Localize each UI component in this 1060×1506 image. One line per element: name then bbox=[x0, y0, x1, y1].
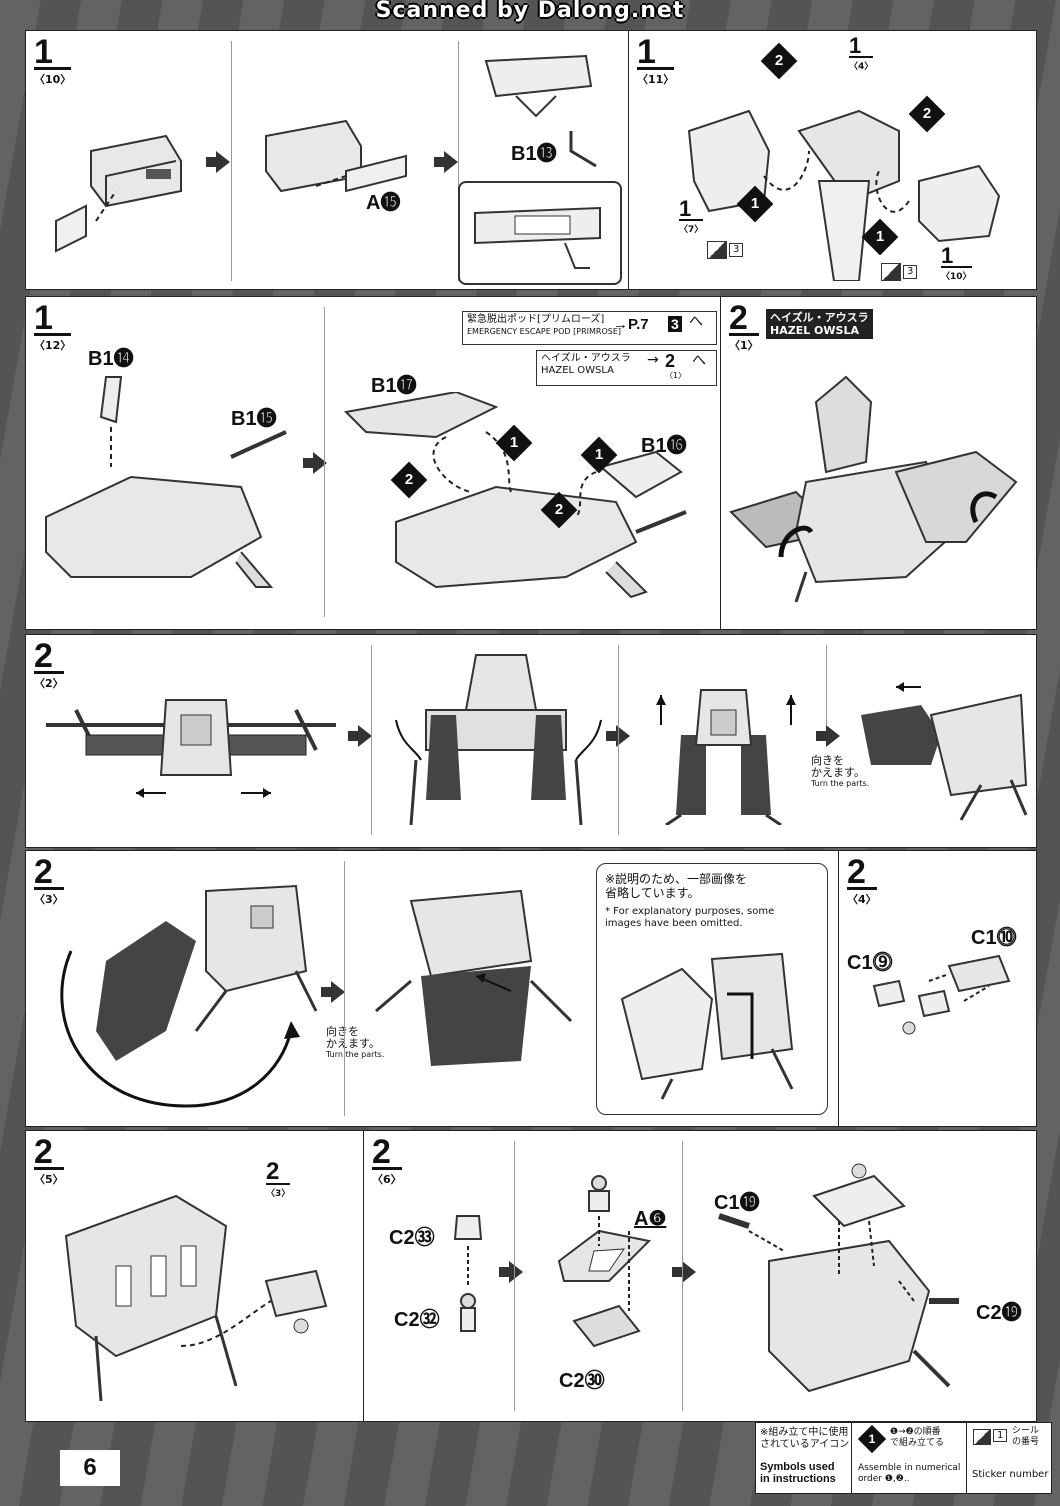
push-drawing bbox=[656, 689, 796, 825]
part-label-b14: B1⓮ bbox=[88, 348, 134, 370]
step-1-10-panel: 1〈10〉 A⓯ B1⓭ bbox=[25, 30, 630, 290]
order-marker-sample: 1 bbox=[857, 1424, 887, 1454]
turned-drawing bbox=[861, 682, 1028, 821]
part-label-c232: C2㉜ bbox=[394, 1309, 440, 1331]
s25-drawing bbox=[64, 1194, 328, 1402]
step-2-4-panel: 2〈4〉 C1⓽ C1⓾ bbox=[838, 850, 1037, 1127]
detail-inset bbox=[458, 181, 622, 285]
step-2-2-panel: 2〈2〉 向きを かえます。 Turn the parts. bbox=[25, 634, 1037, 848]
divider bbox=[344, 861, 345, 1116]
ref-step-top: 1〈4〉 bbox=[849, 33, 874, 72]
divider bbox=[231, 41, 232, 281]
next-arrow bbox=[321, 981, 345, 1003]
omitted-note-box: ※説明のため、一部画像を 省略しています。 * For explanatory … bbox=[596, 863, 828, 1115]
next-arrow bbox=[303, 452, 327, 474]
hazel-owsla-drawing bbox=[729, 375, 1018, 603]
part-label-b13: B1⓭ bbox=[511, 143, 557, 165]
part-label-c230: C2㉚ bbox=[559, 1370, 605, 1392]
order-marker: 1 bbox=[580, 436, 618, 474]
order-marker: B1⓮1 bbox=[495, 424, 533, 462]
sticker-icon bbox=[881, 263, 901, 281]
spread-drawing bbox=[46, 699, 336, 798]
step-number: 2〈4〉 bbox=[847, 853, 877, 906]
next-arrow bbox=[672, 1261, 696, 1283]
ref-step-left: 1〈7〉 bbox=[679, 196, 704, 235]
next-arrow bbox=[206, 151, 230, 173]
ref-step-2-3: 2〈3〉 bbox=[266, 1158, 291, 1199]
part-label-c19: C1⓽ bbox=[847, 952, 893, 974]
part-drawing-left bbox=[45, 376, 287, 588]
next-arrow bbox=[434, 151, 458, 173]
part-drawing-3 bbox=[484, 54, 597, 168]
sticker-number: 3 bbox=[729, 243, 744, 257]
step-number: 1〈11〉 bbox=[637, 33, 675, 86]
part-label-c219: C2⓳ bbox=[976, 1302, 1022, 1324]
step-number: 1〈10〉 bbox=[34, 33, 72, 86]
step-1-11-panel: 1〈11〉 2 2 1 1 1〈4〉 1〈7〉 1〈10〉 3 3 bbox=[628, 30, 1037, 290]
step-2-3-panel: 2〈3〉 向きを かえます。 Turn the parts. ※説明のため、一部… bbox=[25, 850, 840, 1127]
step-number: 2〈2〉 bbox=[34, 637, 64, 690]
sticker-icon bbox=[707, 241, 727, 259]
divider bbox=[826, 645, 827, 745]
step-number: 2〈1〉 bbox=[729, 299, 759, 352]
part-drawing-1 bbox=[55, 134, 182, 253]
step-number: 2〈5〉 bbox=[34, 1133, 64, 1186]
step-1-12-panel: 1〈12〉 B1⓮ B1⓯ 緊急脱出ポッド[プリムローズ]EMERGENCY E… bbox=[25, 296, 722, 630]
ref-step-right: 1〈10〉 bbox=[941, 243, 972, 282]
part-label-b15: B1⓯ bbox=[231, 408, 277, 430]
sticker-icon bbox=[973, 1429, 991, 1445]
turn-note: 向きを かえます。 Turn the parts. bbox=[326, 1025, 385, 1060]
rotate-drawing bbox=[60, 884, 318, 1108]
ref-escape-pod: 緊急脱出ポッド[プリムローズ]EMERGENCY ESCAPE POD [PRI… bbox=[462, 311, 717, 345]
part-label-c119: C1⓳ bbox=[714, 1192, 760, 1214]
divider bbox=[324, 307, 325, 617]
fold-drawing bbox=[395, 654, 602, 826]
watermark: Scanned by Dalong.net bbox=[375, 0, 685, 23]
a6-drawing bbox=[557, 1175, 652, 1348]
order-marker: 1 bbox=[861, 218, 899, 256]
symbols-legend: ※組み立て中に使用 されているアイコン Symbols used in inst… bbox=[755, 1422, 1052, 1494]
step-number: 2〈6〉 bbox=[372, 1133, 402, 1186]
next-arrow bbox=[606, 725, 630, 747]
next-arrow bbox=[499, 1261, 523, 1283]
step-2-5-panel: 2〈5〉 2〈3〉 bbox=[25, 1130, 365, 1422]
omitted-drawing bbox=[620, 952, 794, 1100]
step-2-6-panel: 2〈6〉 C2㉝ C2㉜ A❻ C2㉚ C1⓳ C2⓳ bbox=[363, 1130, 1037, 1422]
inner-drawing bbox=[375, 889, 573, 1066]
order-marker: 2 bbox=[760, 42, 798, 80]
next-arrow bbox=[816, 725, 840, 747]
legend-sticker-number: 1 シール の番号 Sticker number bbox=[966, 1423, 1052, 1493]
part-label-b16: B1⓰ bbox=[641, 435, 687, 457]
next-arrow bbox=[348, 725, 372, 747]
divider bbox=[682, 1141, 683, 1411]
part-drawing-2 bbox=[265, 119, 407, 193]
part-label-c233: C2㉝ bbox=[389, 1227, 435, 1249]
legend-title: ※組み立て中に使用 されているアイコン Symbols used in inst… bbox=[760, 1427, 850, 1485]
part-drawing-right bbox=[343, 392, 687, 599]
turn-note: 向きを かえます。 Turn the parts. bbox=[811, 754, 870, 789]
order-marker: 2 bbox=[540, 491, 578, 529]
part-label-a15: A⓯ bbox=[366, 192, 401, 214]
part-label-a6: A❻ bbox=[634, 1208, 667, 1230]
sticker-number: 3 bbox=[903, 265, 918, 279]
part-label-b17: B1⓱ bbox=[371, 375, 417, 397]
step-number: 2〈3〉 bbox=[34, 853, 64, 906]
order-marker: 2 bbox=[908, 95, 946, 133]
divider bbox=[458, 41, 459, 281]
c2-parts-drawing bbox=[453, 1215, 483, 1332]
part-label-c110: C1⓾ bbox=[971, 927, 1017, 949]
divider bbox=[514, 1141, 515, 1411]
legend-assemble-order: 1 ❶→❷の順番 で組み立てる Assemble in numerical or… bbox=[851, 1423, 967, 1493]
divider bbox=[618, 645, 619, 835]
final-drawing bbox=[718, 1163, 959, 1393]
order-marker: 2 bbox=[390, 461, 428, 499]
page-number: 6 bbox=[60, 1450, 120, 1486]
c-parts-drawing bbox=[872, 954, 1011, 1035]
step-number: 1〈12〉 bbox=[34, 299, 72, 352]
divider bbox=[371, 645, 372, 835]
order-marker: 1 bbox=[736, 185, 774, 223]
